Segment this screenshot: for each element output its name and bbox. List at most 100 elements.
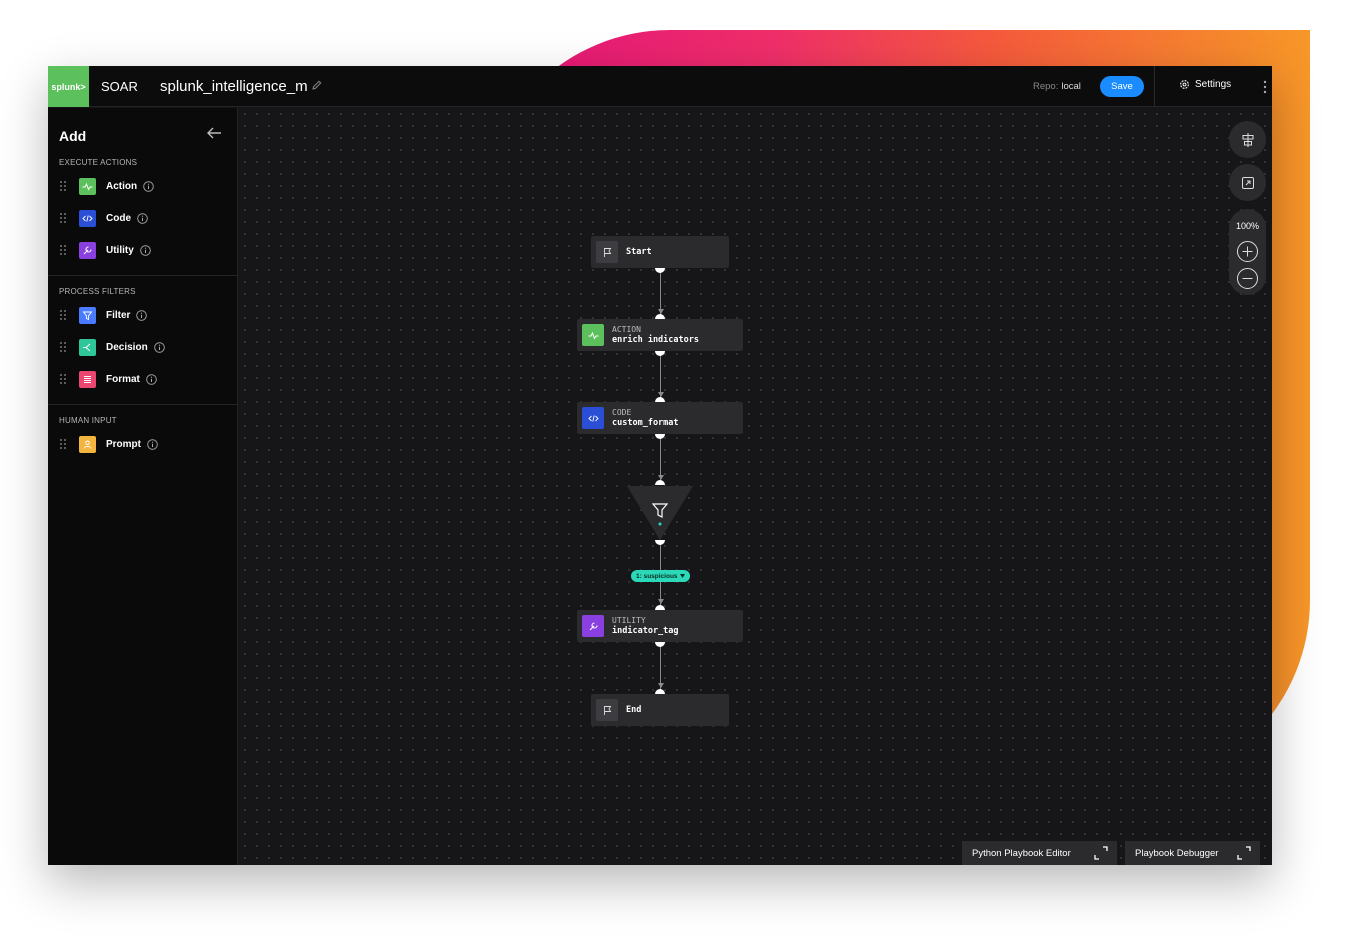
sidebar-item-prompt[interactable]: Prompt bbox=[59, 435, 158, 453]
input-port[interactable] bbox=[655, 314, 665, 319]
repo-value: local bbox=[1061, 81, 1081, 92]
drag-handle-icon[interactable] bbox=[59, 438, 67, 450]
code-icon bbox=[79, 209, 96, 227]
gear-icon bbox=[1180, 80, 1189, 89]
flag-icon bbox=[596, 699, 618, 721]
info-icon[interactable] bbox=[143, 180, 154, 192]
drag-handle-icon[interactable] bbox=[59, 309, 67, 321]
connector-edge bbox=[660, 354, 661, 401]
drag-handle-icon[interactable] bbox=[59, 341, 67, 353]
fit-screen-icon bbox=[1241, 176, 1254, 189]
action-icon bbox=[79, 177, 96, 195]
filter-condition-badge[interactable]: 1: suspicious bbox=[631, 570, 690, 582]
output-port[interactable] bbox=[655, 434, 665, 439]
fit-to-screen-button[interactable] bbox=[1229, 164, 1266, 201]
add-panel: Add EXECUTE ACTIONS Action Code Utility bbox=[48, 108, 238, 865]
section-execute-actions: EXECUTE ACTIONS bbox=[59, 158, 138, 167]
flag-icon bbox=[596, 241, 618, 263]
prompt-icon bbox=[79, 435, 96, 453]
expand-icon[interactable] bbox=[1236, 845, 1252, 861]
product-name: SOAR bbox=[101, 79, 138, 94]
sidebar-item-label: Prompt bbox=[106, 438, 141, 450]
edit-pencil-icon[interactable] bbox=[311, 79, 323, 91]
node-end[interactable]: End bbox=[591, 694, 729, 726]
drag-handle-icon[interactable] bbox=[59, 180, 67, 192]
sidebar-item-decision[interactable]: Decision bbox=[59, 338, 165, 356]
output-port[interactable] bbox=[655, 540, 665, 545]
input-port[interactable] bbox=[655, 480, 665, 485]
soar-window: splunk> SOAR splunk_intelligence_m Repo:… bbox=[48, 66, 1272, 865]
node-filter[interactable] bbox=[626, 485, 694, 541]
sidebar-item-action[interactable]: Action bbox=[59, 177, 154, 195]
info-icon[interactable] bbox=[153, 341, 165, 353]
align-layout-icon bbox=[1242, 132, 1253, 147]
collapse-arrow-icon[interactable] bbox=[206, 126, 222, 140]
info-icon[interactable] bbox=[136, 309, 148, 321]
sidebar-item-label: Utility bbox=[106, 244, 134, 256]
node-name: enrich indicators bbox=[612, 334, 699, 345]
drag-handle-icon[interactable] bbox=[59, 212, 67, 224]
settings-button[interactable]: Settings bbox=[1179, 79, 1231, 90]
section-process-filters: PROCESS FILTERS bbox=[59, 287, 136, 296]
output-port[interactable] bbox=[655, 642, 665, 647]
node-type: UTILITY bbox=[612, 615, 646, 625]
sidebar-item-utility[interactable]: Utility bbox=[59, 241, 151, 259]
connector-arrow bbox=[658, 683, 664, 688]
repo-indicator: Repo:local bbox=[1033, 81, 1081, 92]
zoom-out-icon[interactable] bbox=[1236, 267, 1259, 290]
expand-icon[interactable] bbox=[1093, 845, 1109, 861]
info-icon[interactable] bbox=[146, 373, 157, 385]
drag-handle-icon[interactable] bbox=[59, 373, 67, 385]
section-human-input: HUMAN INPUT bbox=[59, 416, 117, 425]
info-icon[interactable] bbox=[147, 438, 158, 450]
drag-handle-icon[interactable] bbox=[59, 244, 67, 256]
node-label: End bbox=[626, 705, 641, 716]
splunk-logo: splunk> bbox=[48, 66, 89, 107]
auto-layout-button[interactable] bbox=[1229, 121, 1266, 158]
sidebar-item-code[interactable]: Code bbox=[59, 209, 148, 227]
info-icon[interactable] bbox=[137, 212, 148, 224]
sidebar-item-label: Action bbox=[106, 180, 138, 192]
input-port[interactable] bbox=[655, 689, 665, 694]
sidebar-item-label: Decision bbox=[106, 341, 148, 353]
connector-edge bbox=[660, 271, 661, 318]
sidebar-item-format[interactable]: Format bbox=[59, 370, 157, 388]
condition-label: 1: suspicious bbox=[636, 572, 678, 580]
python-playbook-editor-tab[interactable]: Python Playbook Editor bbox=[962, 841, 1117, 865]
node-label: Start bbox=[626, 247, 652, 258]
playbook-debugger-tab[interactable]: Playbook Debugger bbox=[1125, 841, 1260, 865]
zoom-in-icon[interactable] bbox=[1236, 240, 1259, 263]
section-divider bbox=[48, 275, 238, 276]
utility-icon bbox=[79, 241, 96, 259]
utility-icon bbox=[582, 615, 604, 637]
format-icon bbox=[79, 370, 96, 388]
zoom-controls: 100% bbox=[1229, 209, 1266, 295]
repo-label: Repo: bbox=[1033, 81, 1059, 92]
input-port[interactable] bbox=[655, 397, 665, 402]
node-start[interactable]: Start bbox=[591, 236, 729, 268]
top-bar: splunk> SOAR splunk_intelligence_m Repo:… bbox=[48, 66, 1272, 107]
info-icon[interactable] bbox=[140, 244, 151, 256]
input-port[interactable] bbox=[655, 605, 665, 610]
playbook-name[interactable]: splunk_intelligence_m bbox=[160, 78, 308, 95]
tab-label: Playbook Debugger bbox=[1135, 847, 1219, 859]
sidebar-item-filter[interactable]: Filter bbox=[59, 306, 148, 324]
node-name: Start bbox=[626, 246, 652, 257]
connector-edge bbox=[660, 437, 661, 484]
sidebar-item-label: Format bbox=[106, 373, 140, 385]
output-port[interactable] bbox=[655, 268, 665, 273]
code-icon bbox=[582, 407, 604, 429]
connector-arrow bbox=[658, 475, 664, 480]
more-options-icon[interactable] bbox=[1260, 79, 1270, 95]
node-name: indicator_tag bbox=[612, 625, 679, 636]
filter-icon bbox=[79, 306, 96, 324]
sidebar-item-label: Code bbox=[106, 212, 131, 224]
output-port[interactable] bbox=[655, 351, 665, 356]
save-button[interactable]: Save bbox=[1100, 76, 1144, 97]
